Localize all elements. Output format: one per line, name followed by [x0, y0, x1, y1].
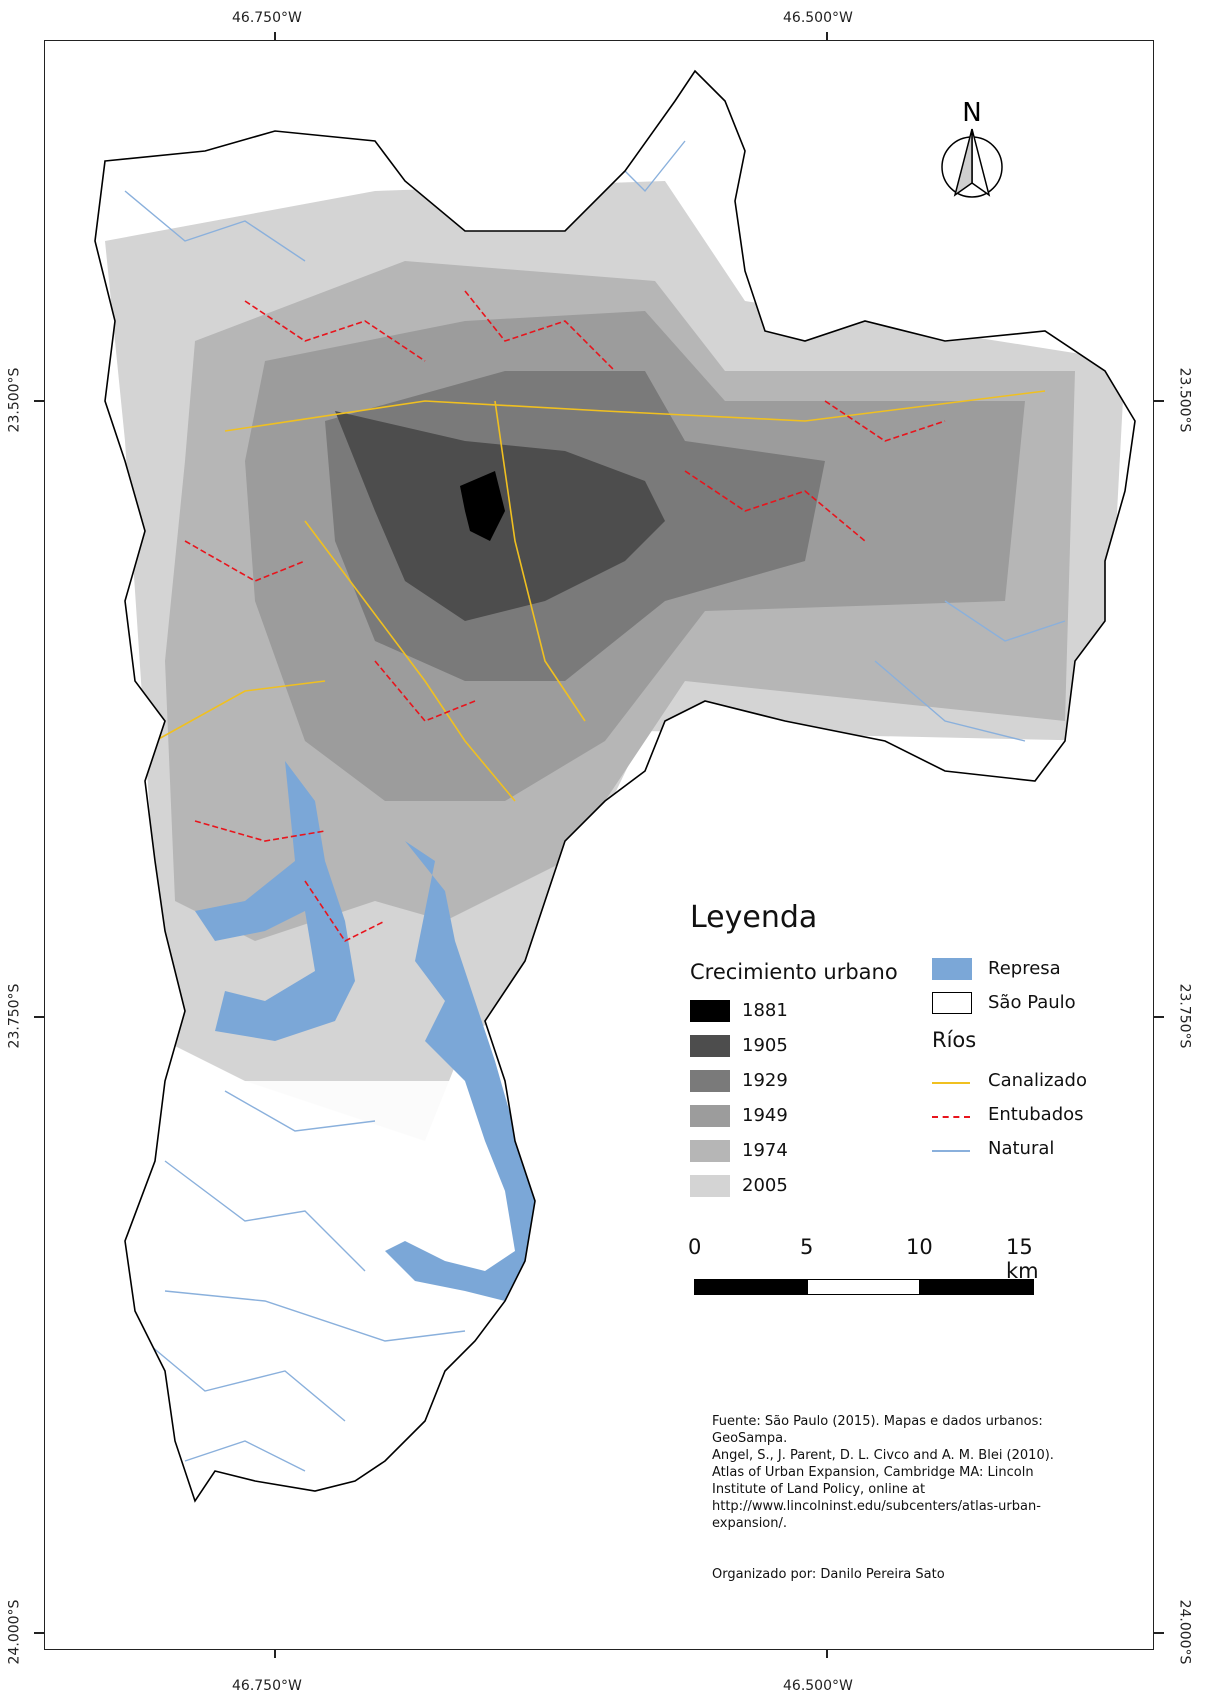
tick-bottom-1: [274, 1648, 276, 1658]
canalizado-line: [932, 1082, 970, 1084]
right-lat-label-2: 23.750°S: [1176, 983, 1193, 1049]
right-lat-label-3: 24.000°S: [1176, 1599, 1193, 1665]
growth-label-1929: 1929: [742, 1070, 788, 1091]
growth-label-1949: 1949: [742, 1105, 788, 1126]
rivers-piped: [184, 290, 946, 943]
tick-bottom-2: [826, 1648, 828, 1658]
natural-line: [932, 1150, 970, 1152]
growth-swatch-1905: [690, 1035, 730, 1057]
north-letter: N: [962, 98, 981, 128]
legend: Leyenda Crecimiento urbano 1881 1905 1929 1…: [690, 900, 1110, 1220]
tick-right-3: [1154, 1632, 1164, 1634]
scale-segment-1: [694, 1279, 807, 1295]
author-credit: Organizado por: Danilo Pereira Sato: [712, 1567, 945, 1582]
scale-label-0: 0: [688, 1235, 702, 1259]
rivers-title: Ríos: [932, 1028, 977, 1052]
scale-label-10: 10: [906, 1235, 933, 1259]
scale-segment-3: [920, 1279, 1034, 1295]
top-lon-label-2: 46.500°W: [783, 10, 853, 26]
growth-swatch-1949: [690, 1105, 730, 1127]
sources-text: Fuente: São Paulo (2015). Mapas e dados …: [712, 1413, 1082, 1532]
sao-paulo-label: São Paulo: [988, 992, 1076, 1013]
reservoirs: [195, 761, 535, 1301]
represa-swatch: [932, 958, 972, 980]
entubados-label: Entubados: [988, 1104, 1084, 1125]
left-lat-label-3: 24.000°S: [6, 1599, 23, 1665]
source-1: Fuente: São Paulo (2015). Mapas e dados …: [712, 1414, 1043, 1446]
north-arrow: N: [937, 95, 1007, 205]
top-lon-label-1: 46.750°W: [232, 10, 302, 26]
bottom-lon-label-2: 46.500°W: [783, 1678, 853, 1694]
city-boundary: [94, 69, 1136, 1503]
growth-label-2005: 2005: [742, 1175, 788, 1196]
map-canvas[interactable]: [45, 41, 1154, 1650]
growth-label-1881: 1881: [742, 1000, 788, 1021]
tick-left-2: [34, 1016, 44, 1018]
scale-segment-2: [807, 1279, 920, 1295]
growth-swatch-1881: [690, 1000, 730, 1022]
tick-left-3: [34, 1632, 44, 1634]
scale-label-15: 15 km: [1006, 1235, 1039, 1283]
tick-left-1: [34, 400, 44, 402]
bottom-lon-label-1: 46.750°W: [232, 1678, 302, 1694]
tick-right-1: [1154, 400, 1164, 402]
left-lat-label-2: 23.750°S: [6, 983, 23, 1049]
urban-growth-areas: [95, 71, 1135, 1501]
canalizado-label: Canalizado: [988, 1070, 1087, 1091]
tick-top-1: [274, 32, 276, 42]
right-lat-label-1: 23.500°S: [1176, 367, 1193, 433]
growth-swatch-1929: [690, 1070, 730, 1092]
rivers-canalized: [154, 390, 1046, 802]
map-frame: [44, 40, 1154, 1650]
legend-title: Leyenda: [690, 900, 818, 935]
source-2: Angel, S., J. Parent, D. L. Civco and A.…: [712, 1448, 1054, 1531]
growth-label-1905: 1905: [742, 1035, 788, 1056]
growth-title: Crecimiento urbano: [690, 960, 898, 984]
tick-right-2: [1154, 1016, 1164, 1018]
sao-paulo-swatch: [932, 992, 972, 1014]
tick-top-2: [826, 32, 828, 42]
rivers-natural: [124, 140, 1066, 1472]
entubados-line: [932, 1116, 970, 1118]
growth-swatch-1974: [690, 1140, 730, 1162]
natural-label: Natural: [988, 1138, 1055, 1159]
growth-swatch-2005: [690, 1175, 730, 1197]
left-lat-label-1: 23.500°S: [6, 367, 23, 433]
growth-label-1974: 1974: [742, 1140, 788, 1161]
scale-bar: 0 5 10 15 km: [688, 1235, 1039, 1310]
represa-label: Represa: [988, 958, 1061, 979]
scale-label-5: 5: [800, 1235, 814, 1259]
